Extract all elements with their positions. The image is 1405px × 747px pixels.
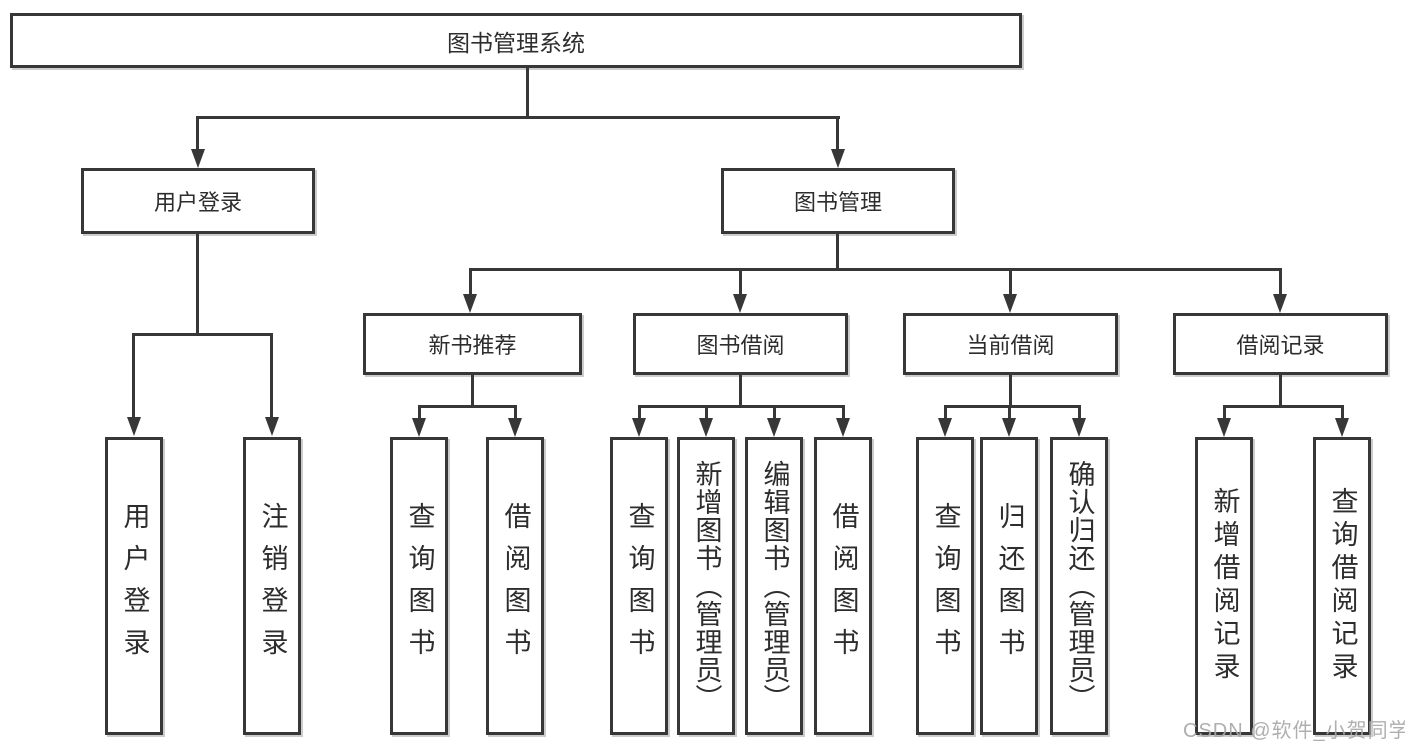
connector-line — [1078, 405, 1081, 419]
leaf-logout: 注销登录 — [243, 437, 301, 735]
leaf-label: 注销登录 — [257, 502, 288, 670]
connector-line — [514, 405, 517, 419]
leaf-label: 查询图书 — [404, 502, 435, 670]
leaf-label: 确认归还（管理员） — [1064, 460, 1095, 712]
arrow-down-icon — [632, 418, 646, 437]
arrow-down-icon — [1273, 294, 1287, 313]
connector-line — [1341, 405, 1344, 419]
arrow-down-icon — [836, 418, 850, 437]
leaf-label: 查询借阅记录 — [1327, 487, 1358, 685]
connector-line — [197, 116, 840, 119]
leaf-return-book: 归还图书 — [980, 437, 1038, 735]
node-book-management: 图书管理 — [721, 168, 955, 234]
arrow-down-icon — [1217, 418, 1231, 437]
leaf-label: 编辑图书（管理员） — [759, 460, 790, 712]
arrow-down-icon — [265, 417, 279, 436]
connector-line — [1279, 268, 1282, 295]
connector-line — [526, 68, 529, 118]
connector-line — [469, 268, 472, 295]
connector-line — [196, 234, 199, 335]
arrow-down-icon — [733, 294, 747, 313]
connector-line — [773, 405, 776, 419]
connector-line — [471, 375, 474, 408]
arrow-down-icon — [1335, 418, 1349, 437]
connector-line — [132, 333, 135, 418]
leaf-label: 归还图书 — [994, 502, 1025, 670]
leaf-add-book-admin: 新增图书（管理员） — [677, 437, 735, 735]
arrow-down-icon — [831, 149, 845, 168]
connector-line — [196, 116, 199, 150]
connector-line — [1223, 405, 1344, 408]
leaf-borrow-books-2: 借阅图书 — [814, 437, 872, 735]
leaf-label: 借阅图书 — [500, 502, 531, 670]
arrow-down-icon — [508, 418, 522, 437]
arrow-down-icon — [767, 418, 781, 437]
node-new-book-recommend: 新书推荐 — [363, 313, 582, 375]
node-borrow-records: 借阅记录 — [1173, 313, 1388, 375]
node-current-borrow: 当前借阅 — [903, 313, 1118, 375]
connector-line — [270, 333, 273, 418]
leaf-edit-book-admin: 编辑图书（管理员） — [745, 437, 803, 735]
connector-line — [705, 405, 708, 419]
leaf-label: 查询图书 — [930, 502, 961, 670]
leaf-user-login: 用户登录 — [105, 437, 163, 735]
arrow-down-icon — [1002, 418, 1016, 437]
connector-line — [638, 405, 845, 408]
arrow-down-icon — [463, 294, 477, 313]
node-user-login: 用户登录 — [81, 168, 315, 234]
leaf-query-books-2: 查询图书 — [610, 437, 668, 735]
leaf-label: 借阅图书 — [828, 502, 859, 670]
connector-line — [1009, 268, 1012, 295]
connector-line — [944, 405, 947, 419]
arrow-down-icon — [191, 149, 205, 168]
connector-line — [836, 234, 839, 270]
arrow-down-icon — [127, 417, 141, 436]
leaf-query-borrow-record: 查询借阅记录 — [1313, 437, 1371, 735]
leaf-query-books-1: 查询图书 — [390, 437, 448, 735]
connector-line — [469, 268, 1282, 271]
arrow-down-icon — [1003, 294, 1017, 313]
node-book-borrow: 图书借阅 — [633, 313, 848, 375]
connector-line — [739, 375, 742, 408]
connector-line — [842, 405, 845, 419]
leaf-label: 用户登录 — [119, 502, 150, 670]
leaf-label: 新增图书（管理员） — [691, 460, 722, 712]
connector-line — [944, 405, 1081, 408]
connector-line — [836, 116, 839, 150]
connector-line — [638, 405, 641, 419]
arrow-down-icon — [1072, 418, 1086, 437]
arrow-down-icon — [699, 418, 713, 437]
connector-line — [1223, 405, 1226, 419]
connector-line — [739, 268, 742, 295]
leaf-add-borrow-record: 新增借阅记录 — [1195, 437, 1253, 735]
connector-line — [132, 333, 273, 336]
leaf-confirm-return-admin: 确认归还（管理员） — [1050, 437, 1108, 735]
connector-line — [418, 405, 421, 419]
arrow-down-icon — [938, 418, 952, 437]
watermark-text: CSDN @软件_小贺同学 — [1183, 720, 1405, 742]
connector-line — [1009, 375, 1012, 408]
leaf-label: 新增借阅记录 — [1209, 487, 1240, 685]
connector-line — [1008, 405, 1011, 419]
leaf-query-books-3: 查询图书 — [916, 437, 974, 735]
leaf-label: 查询图书 — [624, 502, 655, 670]
leaf-borrow-books-1: 借阅图书 — [486, 437, 544, 735]
connector-line — [418, 405, 517, 408]
connector-line — [1279, 375, 1282, 408]
node-root: 图书管理系统 — [10, 13, 1022, 68]
arrow-down-icon — [412, 418, 426, 437]
